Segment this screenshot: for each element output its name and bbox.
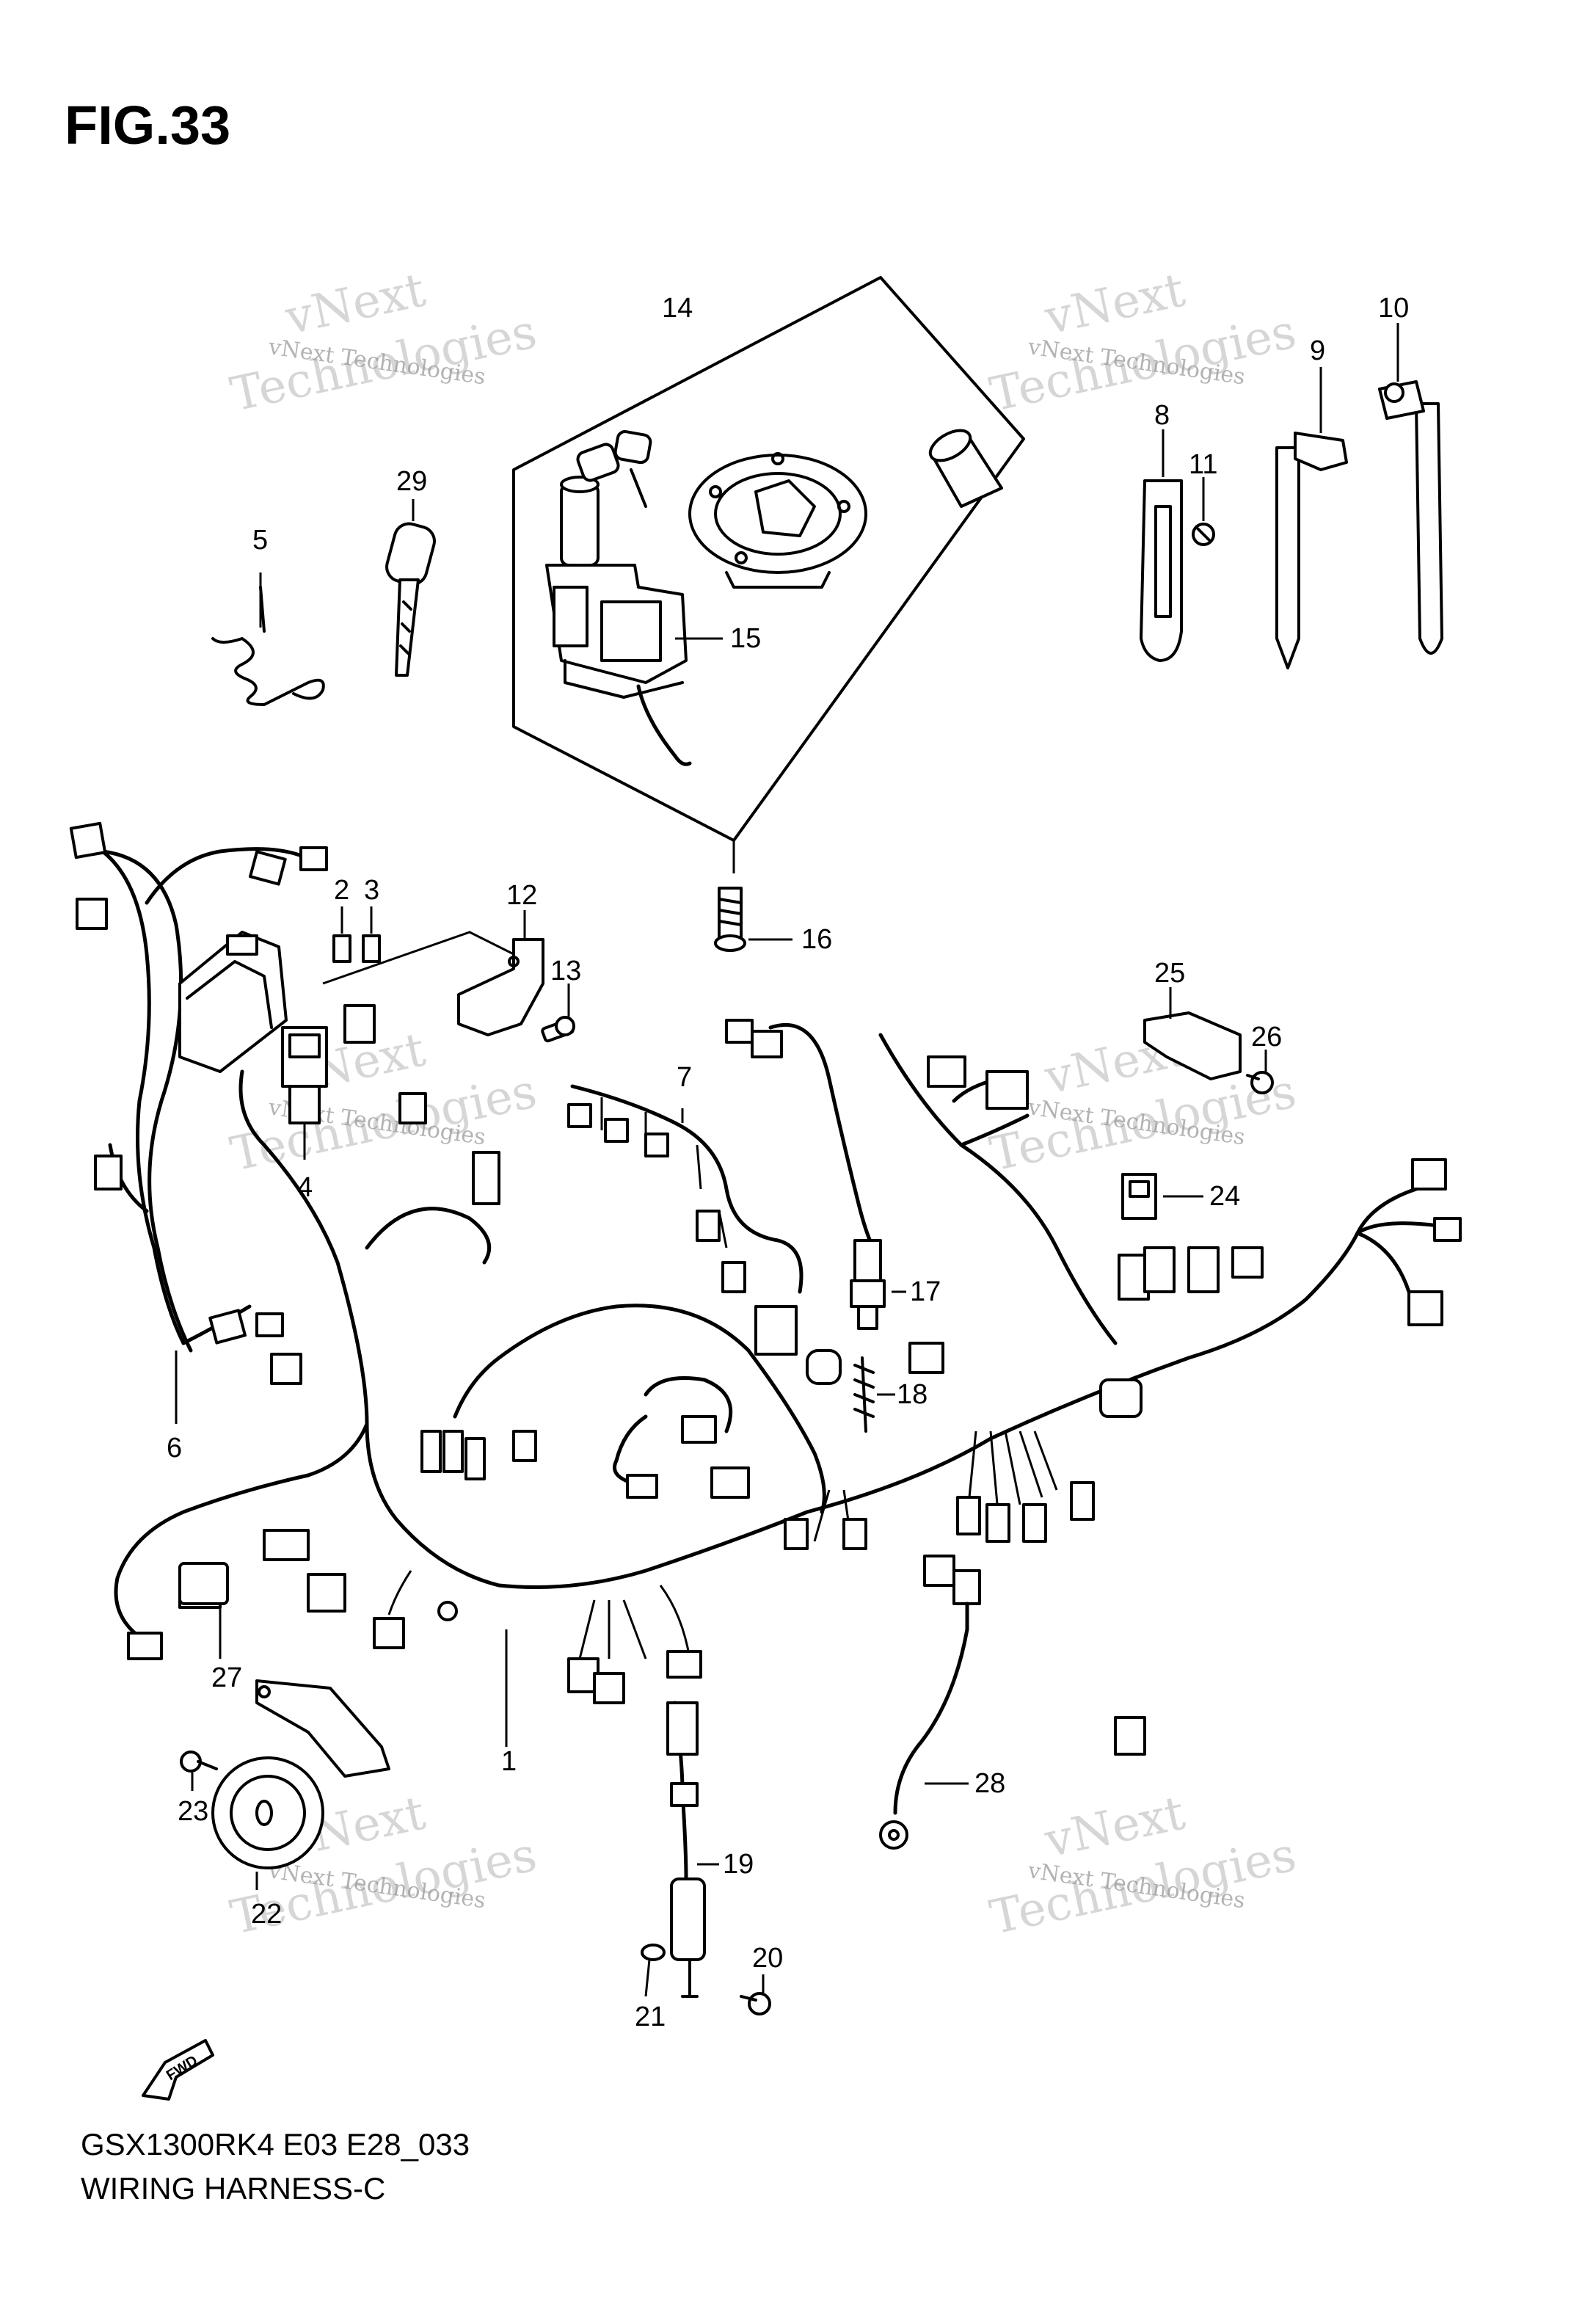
clamp-tie xyxy=(1378,323,1443,655)
oxygen-sensor xyxy=(850,1239,906,1330)
bracket-screw xyxy=(541,984,575,1043)
rubber-strap xyxy=(1140,429,1183,662)
ground-wire xyxy=(879,1569,981,1850)
callout-19: 19 xyxy=(723,1849,754,1880)
bracket-bolt xyxy=(1246,1050,1274,1094)
sensor-spring xyxy=(853,1356,895,1433)
watermark-top-left: vNext Technologies vNext Technologies xyxy=(226,263,542,422)
callout-12: 12 xyxy=(506,880,537,911)
callout-8: 8 xyxy=(1154,400,1170,431)
callout-11: 11 xyxy=(1189,449,1217,480)
callout-2: 2 xyxy=(334,875,349,906)
fuses xyxy=(332,906,381,963)
callout-20: 20 xyxy=(752,1943,783,1974)
callout-26: 26 xyxy=(1251,1022,1282,1053)
callout-14: 14 xyxy=(662,293,693,324)
callout-7: 7 xyxy=(677,1062,692,1093)
harness-bracket xyxy=(1143,987,1242,1080)
callout-5: 5 xyxy=(252,525,268,556)
horn-connector xyxy=(178,1562,229,1659)
screw xyxy=(1192,477,1215,546)
callout-16: 16 xyxy=(801,924,832,955)
callout-18: 18 xyxy=(897,1379,928,1410)
spring xyxy=(211,572,325,706)
callout-3: 3 xyxy=(364,875,379,906)
seat-lock-cylinder xyxy=(928,429,1003,508)
injector-harness xyxy=(570,1084,804,1294)
sidestand-switch xyxy=(666,1701,719,1998)
relay-connector xyxy=(1121,1173,1203,1220)
callout-28: 28 xyxy=(974,1768,1005,1799)
sidestand-nut xyxy=(641,1944,666,1997)
horn-bolt xyxy=(180,1751,218,1791)
footer-figure-name: WIRING HARNESS-C xyxy=(81,2171,386,2206)
figure-title: FIG.33 xyxy=(65,95,231,156)
fuel-tank-cap xyxy=(688,452,867,589)
callout-15: 15 xyxy=(730,623,761,654)
horn xyxy=(211,1679,390,1890)
callout-21: 21 xyxy=(635,2002,666,2032)
relay-bracket xyxy=(322,910,544,1036)
callout-17: 17 xyxy=(910,1276,941,1307)
callout-13: 13 xyxy=(550,956,581,986)
forward-direction-arrow: FWD xyxy=(142,2039,214,2101)
ignition-key xyxy=(385,499,436,677)
footer-model-code: GSX1300RK4 E03 E28_033 xyxy=(81,2127,470,2162)
callout-4: 4 xyxy=(297,1172,313,1203)
callout-24: 24 xyxy=(1209,1181,1240,1212)
bolt xyxy=(714,887,792,952)
harness-connectors xyxy=(69,821,1462,1756)
sidestand-bolt xyxy=(740,1974,771,2015)
callout-25: 25 xyxy=(1154,958,1185,989)
cable-tie xyxy=(1275,367,1348,669)
ignition-switch xyxy=(545,430,692,766)
callout-6: 6 xyxy=(167,1433,182,1464)
watermark-bottom-right: vNext Technologies vNext Technologies xyxy=(985,1786,1301,1945)
callout-29: 29 xyxy=(396,466,427,497)
lock-set-box xyxy=(512,276,1025,873)
callout-23: 23 xyxy=(178,1796,208,1827)
callout-9: 9 xyxy=(1310,335,1325,366)
callout-10: 10 xyxy=(1378,293,1409,324)
callout-1: 1 xyxy=(501,1746,517,1777)
callout-22: 22 xyxy=(251,1899,282,1930)
fuse-box-assembly xyxy=(178,931,288,1073)
main-wiring-harness xyxy=(101,849,1440,1660)
callout-27: 27 xyxy=(211,1662,242,1693)
watermark-top-right: vNext Technologies vNext Technologies xyxy=(985,263,1301,422)
relay-block xyxy=(281,1026,328,1160)
